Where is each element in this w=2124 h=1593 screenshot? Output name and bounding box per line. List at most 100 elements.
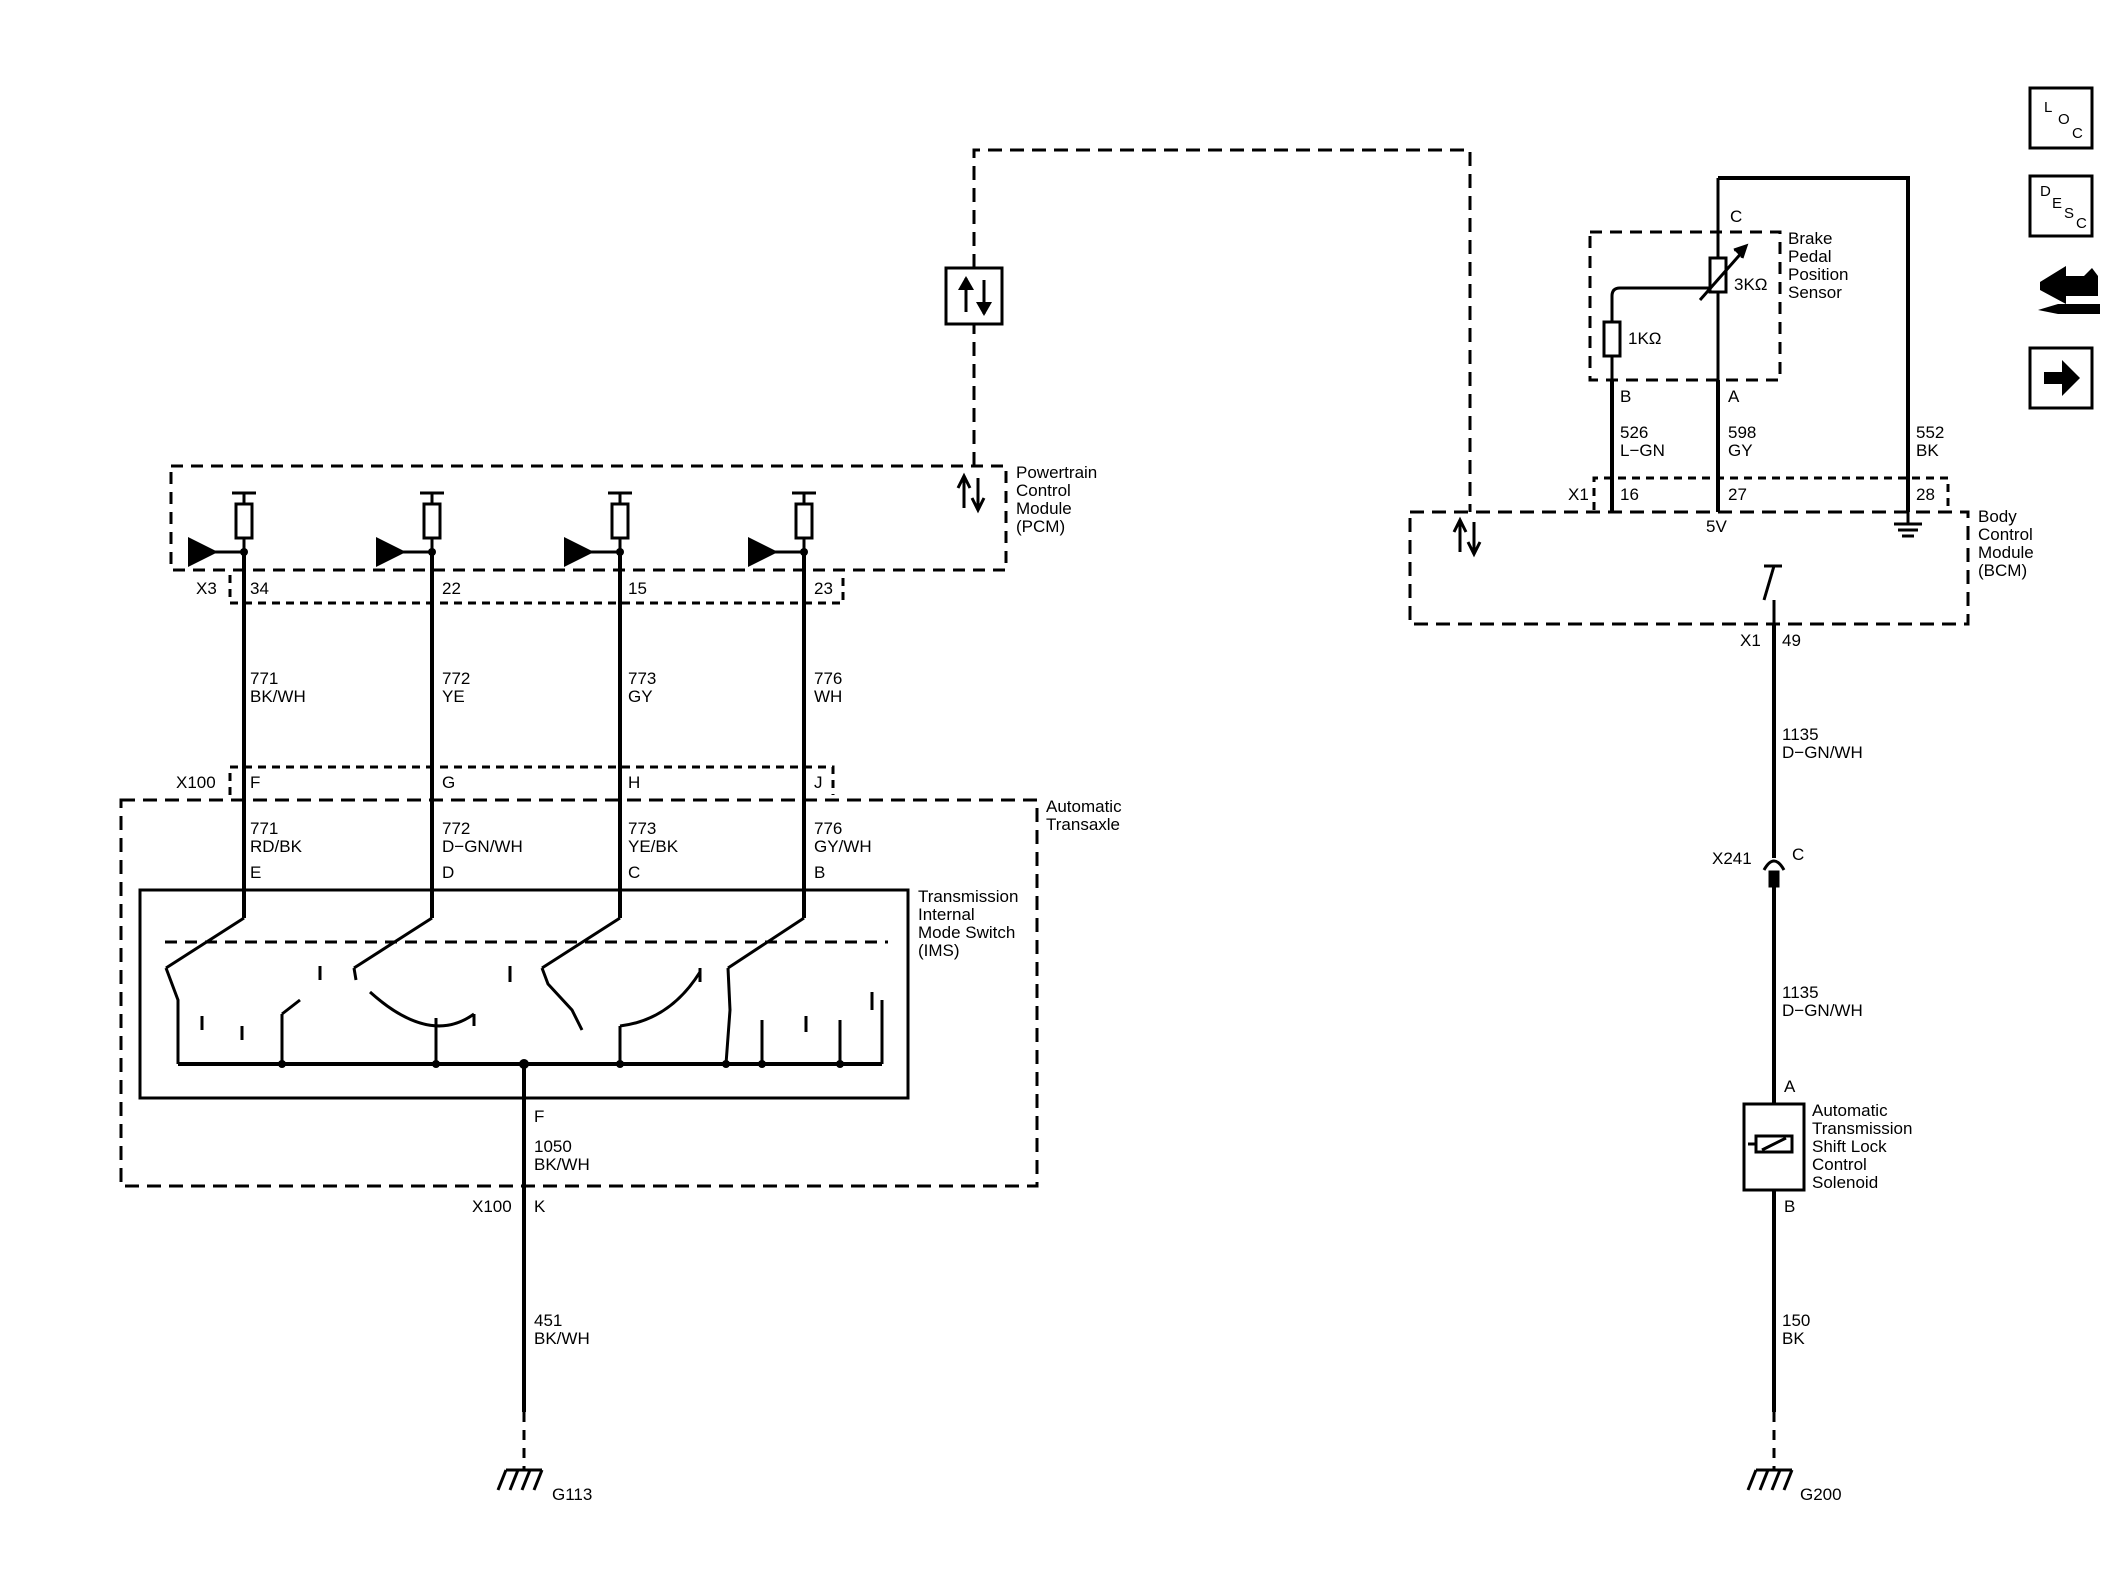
bcm-pin-28: 28 [1916, 485, 1935, 504]
x100-connector [228, 765, 835, 795]
wire-1050-num: 1050 [534, 1137, 572, 1156]
wire-776-num: 776 [814, 669, 842, 688]
bpp-pin-b: B [1620, 387, 1631, 406]
bcm-ground-symbol [1894, 512, 1922, 538]
ground-g200-label: G200 [1800, 1485, 1842, 1504]
pcm-name-3: Module [1016, 499, 1072, 518]
desc-icon-letter-4: C [2076, 215, 2087, 232]
wire-1050-color: BK/WH [534, 1155, 590, 1174]
x100-pin-f: F [250, 773, 260, 792]
bcm-name-3: Module [1978, 543, 2034, 562]
pcm-pin-22: 22 [442, 579, 461, 598]
ims-name-2: Internal [918, 905, 975, 924]
pcm-connector-label: X3 [196, 579, 217, 598]
bpp-r2-value: 3KΩ [1734, 275, 1768, 294]
desc-icon-letter-3: S [2064, 205, 2074, 222]
wire-526-color: L−GN [1620, 441, 1665, 460]
bcm-output-switch [1762, 564, 1782, 624]
ims-name-3: Mode Switch [918, 923, 1015, 942]
loc-icon-letter-1: L [2044, 99, 2052, 116]
wire-1135-upper-num: 1135 [1782, 725, 1819, 744]
wire-1135-lower-num: 1135 [1782, 983, 1819, 1002]
solenoid-pin-b: B [1784, 1197, 1795, 1216]
serial-data-link [972, 148, 1472, 512]
ims-pin-b: B [814, 863, 825, 882]
pcm-x3-connector [228, 575, 845, 605]
wire-776-mid-num: 776 [814, 819, 842, 838]
x100-k-connector-label: X100 [472, 1197, 512, 1216]
automatic-transaxle-box [119, 798, 1039, 1188]
wire-598-color: GY [1728, 441, 1753, 460]
wire-552-color: BK [1916, 441, 1939, 460]
wire-773-mid-num: 773 [628, 819, 656, 838]
wire-773-color: GY [628, 687, 653, 706]
loc-icon-letter-3: C [2072, 125, 2083, 142]
solenoid-name-2: Transmission [1812, 1119, 1912, 1138]
wire-772-color: YE [442, 687, 465, 706]
wire-1135-upper-color: D−GN/WH [1782, 743, 1863, 762]
next-arrow-icon[interactable] [2028, 346, 2094, 410]
bcm-out-connector-label: X1 [1740, 631, 1761, 650]
ground-g113-symbol [496, 1468, 544, 1491]
wire-773-mid-color: YE/BK [628, 837, 679, 856]
solenoid-name-4: Control [1812, 1155, 1867, 1174]
pcm-pin-23: 23 [814, 579, 833, 598]
wire-771-color: BK/WH [250, 687, 306, 706]
wire-552-num: 552 [1916, 423, 1944, 442]
wire-451-color: BK/WH [534, 1329, 590, 1348]
ims-name-1: Transmission [918, 887, 1018, 906]
ims-name-4: (IMS) [918, 941, 960, 960]
x100-pin-k: K [534, 1197, 546, 1216]
bpp-name-3: Position [1788, 265, 1848, 284]
bpp-sensor-circuit [1602, 178, 1749, 512]
bcm-pin-27: 27 [1728, 485, 1747, 504]
description-icon[interactable] [2028, 174, 2094, 238]
bcm-serial-data-arrows [1452, 516, 1482, 558]
bcm-pin-49: 49 [1782, 631, 1801, 650]
location-icon[interactable] [2028, 86, 2094, 150]
ims-pin-f: F [534, 1107, 544, 1126]
bcm-module-box [1408, 510, 1970, 626]
wire-773-num: 773 [628, 669, 656, 688]
transaxle-name-1: Automatic [1046, 797, 1122, 816]
bcm-name-1: Body [1978, 507, 2017, 526]
pcm-serial-data-arrows [956, 472, 986, 514]
solenoid-name-1: Automatic [1812, 1101, 1888, 1120]
bpp-pin-a: A [1728, 387, 1740, 406]
bcm-name-4: (BCM) [1978, 561, 2027, 580]
brake-pedal-position-sensor-box [1588, 230, 1782, 382]
pcm-pin-34: 34 [250, 579, 269, 598]
pcm-name-2: Control [1016, 481, 1071, 500]
x241-label: X241 [1712, 849, 1752, 868]
x241-connector [1762, 859, 1786, 888]
shift-lock-solenoid[interactable] [1742, 1102, 1806, 1192]
bcm-x1-connector [1592, 476, 1950, 510]
bcm-connector-label: X1 [1568, 485, 1589, 504]
desc-icon-letter-2: E [2052, 195, 2062, 212]
wire-150-num: 150 [1782, 1311, 1810, 1330]
x100-pin-j: J [814, 773, 823, 792]
bpp-name-1: Brake [1788, 229, 1832, 248]
bpp-r1-value: 1KΩ [1628, 329, 1662, 348]
wire-776-color: WH [814, 687, 842, 706]
solenoid-name-5: Solenoid [1812, 1173, 1878, 1192]
pcm-input-22 [376, 491, 444, 567]
wire-776-mid-color: GY/WH [814, 837, 872, 856]
wire-772-mid-color: D−GN/WH [442, 837, 523, 856]
loc-icon-letter-2: O [2058, 111, 2070, 128]
wire-552[interactable] [1718, 176, 1910, 512]
x241-pin-c: C [1792, 845, 1804, 864]
ims-pin-e: E [250, 863, 261, 882]
x100-pin-h: H [628, 773, 640, 792]
ims-switch-contacts [164, 916, 888, 1066]
wire-526-num: 526 [1620, 423, 1648, 442]
serial-data-symbol[interactable] [944, 266, 1004, 326]
bpp-pin-c: C [1730, 207, 1742, 226]
pcm-input-23 [748, 491, 816, 567]
x100-pin-g: G [442, 773, 455, 792]
transaxle-name-2: Transaxle [1046, 815, 1120, 834]
connector-tools-icon[interactable] [2038, 266, 2100, 314]
ground-g113-label: G113 [552, 1485, 592, 1504]
pcm-name-1: Powertrain [1016, 463, 1097, 482]
